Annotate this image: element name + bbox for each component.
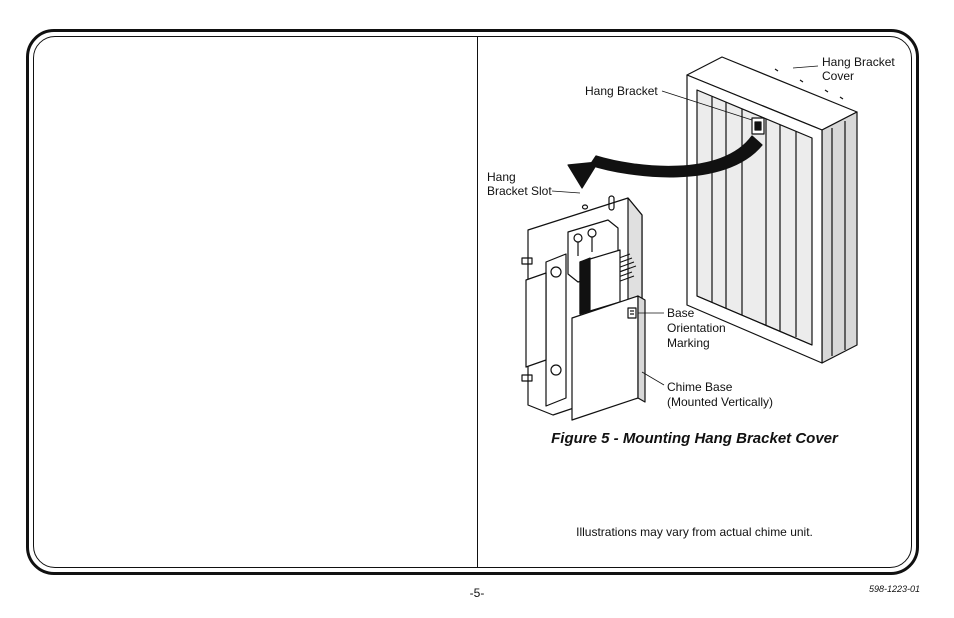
chime-base-drawing [521, 195, 646, 421]
figure-caption: Figure 5 - Mounting Hang Bracket Cover [551, 430, 838, 447]
label-hang-bracket-slot-2: Bracket Slot [487, 184, 552, 198]
curved-arrow-icon [567, 135, 763, 189]
page-number: -5- [469, 586, 485, 600]
label-base-orientation-1: Base [667, 306, 695, 320]
leader-lines [551, 65, 819, 386]
label-chime-base-2: (Mounted Vertically) [667, 395, 774, 409]
page-frame-outer [26, 29, 919, 575]
label-hang-bracket-cover-1: Hang Bracket [822, 55, 895, 69]
document-number: 598-1223-01 [868, 584, 920, 594]
label-base-orientation-3: Marking [667, 336, 710, 350]
page-frame-inner [33, 36, 912, 568]
hang-bracket-cover-drawing [686, 56, 858, 364]
label-hang-bracket-cover-2: Cover [822, 69, 855, 83]
column-divider [477, 36, 478, 568]
label-base-orientation-2: Orientation [667, 321, 726, 335]
label-hang-bracket: Hang Bracket [585, 84, 658, 98]
label-hang-bracket-slot-1: Hang [487, 170, 516, 184]
left-column-blank [34, 37, 476, 567]
disclaimer-text: Illustrations may vary from actual chime… [576, 525, 813, 539]
mounting-illustration [521, 56, 858, 421]
label-chime-base-1: Chime Base [667, 380, 733, 394]
